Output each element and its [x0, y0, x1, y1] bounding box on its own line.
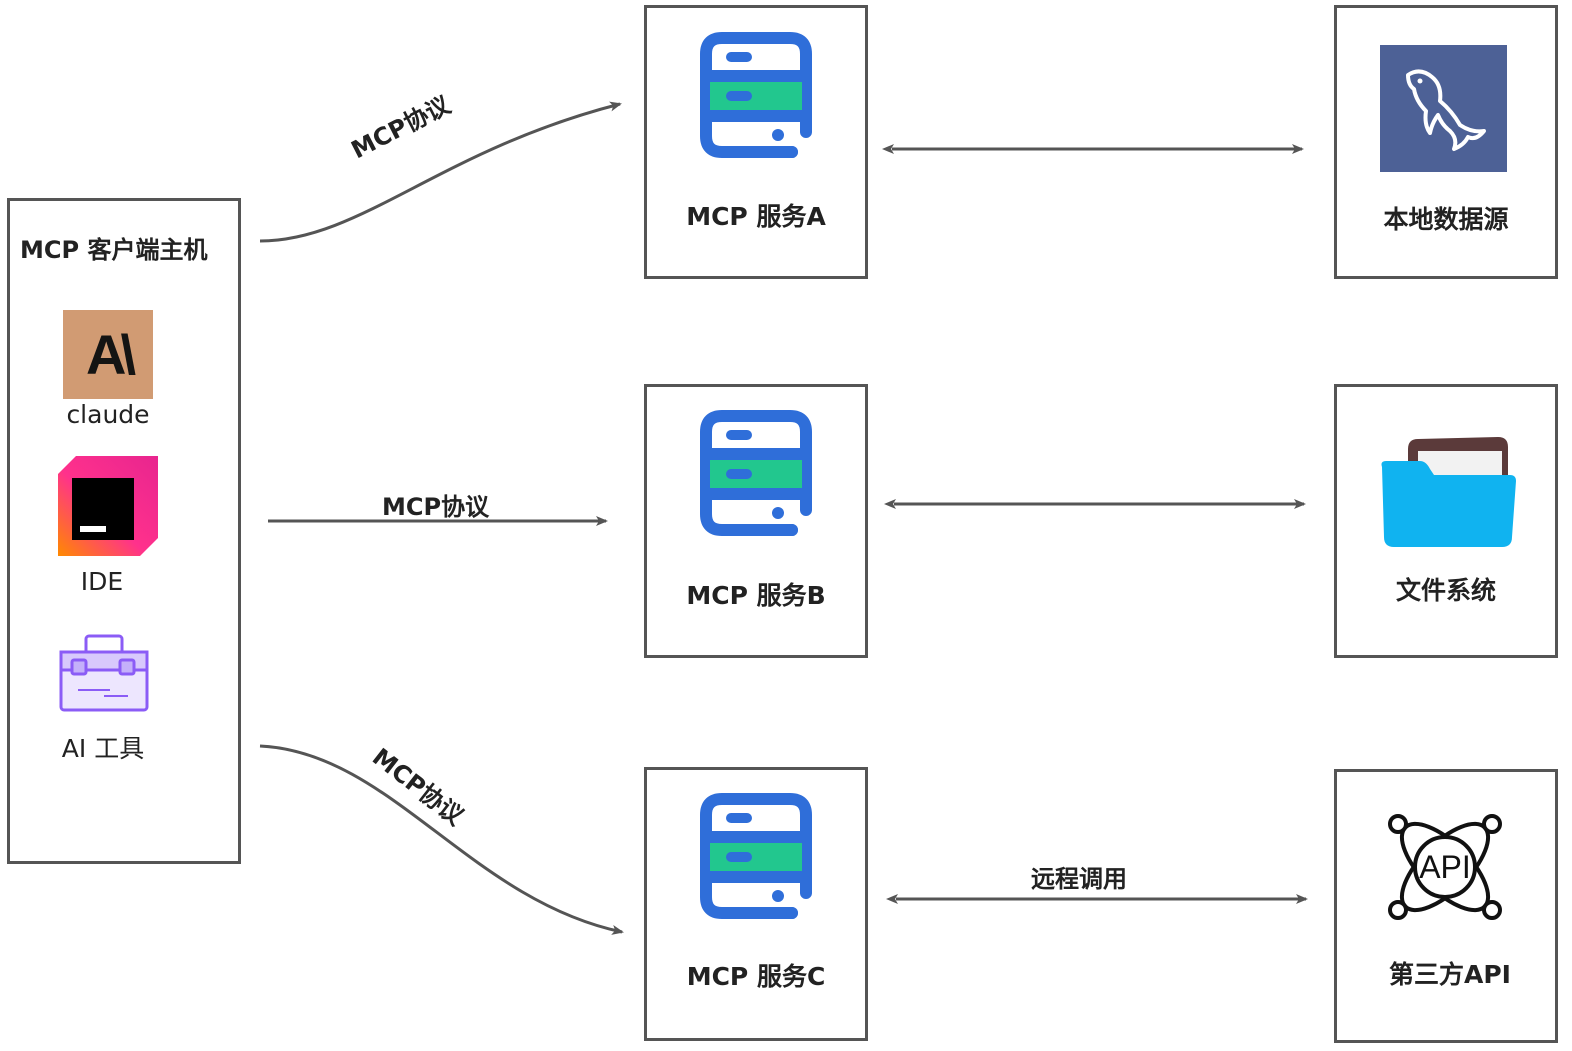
server-a-label: MCP 服务A: [686, 202, 826, 231]
edge-host-to-server-a: [259, 101, 622, 243]
host-title: MCP 客户端主机: [20, 236, 208, 264]
server-a-box: [644, 5, 868, 279]
edge-label-host-to-b: MCP协议: [382, 493, 490, 521]
api-box: [1334, 769, 1558, 1043]
client-label-claude: claude: [66, 400, 150, 429]
server-b-label: MCP 服务B: [686, 581, 826, 610]
client-label-ai-tool: AI 工具: [61, 734, 145, 763]
api-icon-text: API: [1419, 849, 1471, 885]
server-icon: [700, 32, 812, 158]
edge-label-c-to-api: 远程调用: [1031, 865, 1127, 893]
datasource-label: 本地数据源: [1383, 205, 1509, 234]
api-icon: API: [1388, 814, 1502, 920]
mysql-dolphin-icon: [1380, 45, 1507, 172]
server-icon: [700, 410, 812, 536]
toolbox-icon: [59, 634, 149, 712]
server-c-label: MCP 服务C: [686, 962, 826, 991]
anthropic-logo-icon: A\: [63, 310, 153, 399]
filesystem-label: 文件系统: [1395, 576, 1496, 605]
server-b-box: [644, 384, 868, 658]
jetbrains-ide-icon: [58, 456, 158, 556]
client-label-ide: IDE: [80, 567, 124, 596]
edge-host-to-server-c: [259, 744, 624, 935]
server-icon: [700, 793, 812, 919]
host-box: [7, 198, 241, 864]
api-label: 第三方API: [1389, 960, 1511, 989]
folder-icon: [1381, 437, 1516, 547]
anthropic-logo-text: A\: [86, 323, 136, 386]
server-c-box: [644, 767, 868, 1041]
